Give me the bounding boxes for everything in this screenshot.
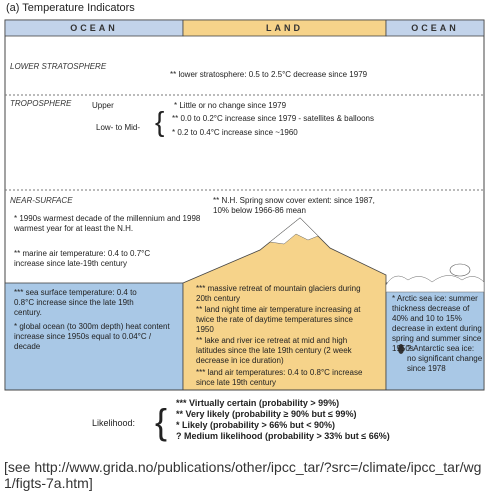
source-link[interactable]: [see http://www.grida.no/publications/ot… (4, 459, 482, 491)
land-air-temperature-text: *** land air temperatures: 0.4 to 0.8°C … (196, 368, 363, 387)
troposphere-low-mid-label: Low- to Mid- (96, 123, 141, 132)
likelihood-item: *** Virtually certain (probability > 99%… (176, 398, 340, 408)
warmest-decade-text: * 1990s warmest decade of the millennium… (14, 214, 201, 233)
ocean-right-area (385, 282, 485, 391)
sea-surface-temperature-text: *** sea surface temperature: 0.4 to 0.8°… (14, 288, 137, 317)
header-ocean-right (385, 19, 485, 37)
ocean-left-area (4, 282, 184, 391)
troposphere-upper-text: * Little or no change since 1979 (174, 101, 287, 110)
global-ocean-text: * global ocean (to 300m depth) heat cont… (14, 322, 170, 351)
lake-river-ice-text: ** lake and river ice retreat at mid and… (196, 336, 352, 365)
troposphere-low-mid-1: ** 0.0 to 0.2°C increase since 1979 - sa… (172, 114, 374, 123)
troposphere-heading: TROPOSPHERE (10, 99, 72, 108)
column-land: LAND (266, 23, 303, 33)
penguin-icon (398, 344, 404, 354)
polar-bear-icon (449, 263, 471, 277)
sea-ice (385, 275, 485, 293)
column-ocean-left: OCEAN (70, 23, 118, 33)
marine-air-text: ** marine air temperature: 0.4 to 0.7°C … (14, 249, 151, 268)
mountain-snow-cap (269, 217, 319, 245)
lower-stratosphere-heading: LOWER STRATOSPHERE (10, 62, 107, 71)
snow-cover-text: ** N.H. Spring snow cover extent: since … (213, 196, 375, 215)
likelihood-label: Likelihood: (92, 418, 136, 428)
diagram-title: (a) Temperature Indicators (6, 2, 135, 14)
near-surface-heading: NEAR-SURFACE (10, 196, 73, 205)
likelihood-item: ? Medium likelihood (probability > 33% b… (176, 431, 390, 441)
antarctic-sea-ice-text: ? Antarctic sea ice: no significant chan… (407, 344, 483, 373)
glacier-retreat-text: *** massive retreat of mountain glaciers… (196, 284, 361, 303)
lower-stratosphere-text: ** lower stratosphere: 0.5 to 2.5°C decr… (170, 70, 368, 79)
column-ocean-right: OCEAN (411, 23, 459, 33)
likelihood-brace: { (155, 401, 168, 442)
likelihood-item: ** Very likely (probability ≥ 90% but ≤ … (176, 409, 357, 419)
arctic-sea-ice-text: * Arctic sea ice: summer thickness decre… (392, 294, 482, 353)
troposphere-upper-label: Upper (92, 101, 114, 110)
likelihood-item: * Likely (probability > 66% but < 90%) (176, 420, 336, 430)
troposphere-low-mid-2: * 0.2 to 0.4°C increase since ~1960 (172, 128, 298, 137)
troposphere-brace: { (155, 106, 165, 137)
night-time-temperature-text: ** land night time air temperature incre… (196, 305, 361, 334)
